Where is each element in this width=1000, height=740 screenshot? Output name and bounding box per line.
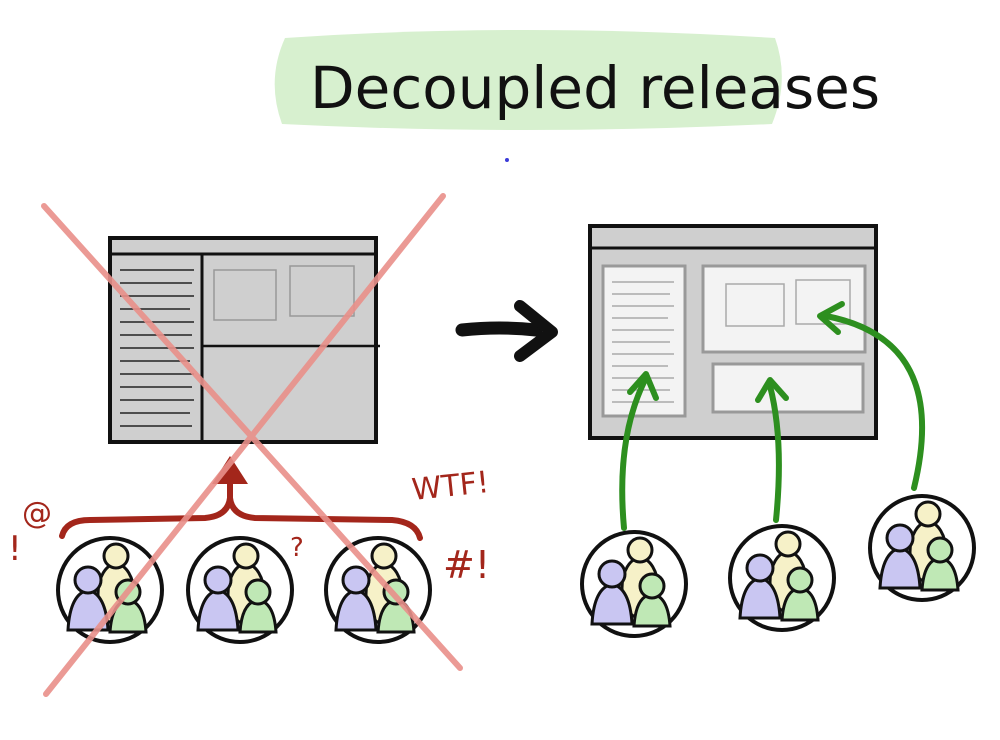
decoupled-card-2 [795, 279, 851, 325]
release-arrow-3-head [817, 301, 845, 335]
stray-dot [505, 158, 509, 162]
team-bubble-left-1 [56, 536, 164, 644]
release-arrow-1-head [627, 371, 659, 401]
release-arrow-1 [619, 379, 647, 531]
team-bubble-right-2 [728, 524, 836, 632]
release-arrow-2-head [755, 377, 789, 403]
page-title: Decoupled releases [310, 54, 880, 122]
exclaim-question: ? [290, 533, 304, 563]
release-arrow-2 [767, 383, 782, 523]
exclaim-bang: ! [8, 529, 22, 569]
exclaim-hash: #! [443, 543, 490, 587]
team-bubble-right-1 [580, 530, 688, 638]
decoupled-card-1 [725, 283, 785, 327]
exclaim-at: @ [22, 496, 52, 531]
exclaim-wtf: WTF! [410, 465, 491, 508]
rejection-cross [41, 193, 463, 697]
release-arrow-3 [823, 313, 925, 491]
team-bubble-left-2 [186, 536, 294, 644]
monolith-card-2 [289, 265, 355, 317]
transition-arrow [455, 300, 558, 362]
monolith-sidebar-lines [120, 269, 194, 427]
release-arrows [619, 301, 925, 531]
title-group: Decoupled releases [274, 30, 880, 130]
decoupled-screen [588, 224, 878, 440]
team-bubble-right-3 [868, 494, 976, 602]
monolith-card-1 [213, 269, 277, 321]
title-highlight [274, 30, 782, 130]
decoupled-sidebar-panel [601, 264, 687, 418]
team-bubble-left-3 [324, 536, 432, 644]
monolith-frame [108, 236, 378, 444]
decoupled-bottom-panel [711, 362, 865, 414]
cross-stroke-2 [43, 193, 446, 697]
monolith-screen [108, 236, 380, 444]
